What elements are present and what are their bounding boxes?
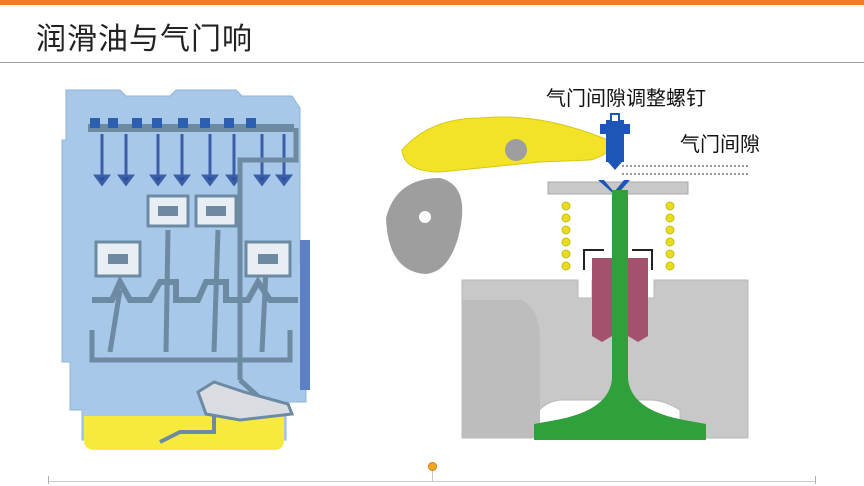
selection-handle-stem <box>432 470 433 482</box>
oil-galleries <box>89 128 299 402</box>
valve-guide-right <box>628 258 648 342</box>
adjusting-screw-head <box>600 124 630 134</box>
cam-lobes <box>90 118 256 128</box>
spring-seat-right <box>632 249 653 270</box>
slide-title: 润滑油与气门响 <box>36 22 253 57</box>
rocker-pivot <box>505 139 527 161</box>
adjusting-screw-label: 气门间隙调整螺钉 <box>546 86 706 110</box>
spring-seat-left <box>583 249 604 270</box>
valve-guide-left <box>592 258 612 342</box>
footer-tick-left <box>48 476 49 484</box>
valve-clearance-label: 气门间隙 <box>680 132 760 156</box>
pistons <box>94 194 292 278</box>
timing-cover <box>300 240 310 390</box>
oil-pickup <box>159 416 216 444</box>
valve-springs <box>561 201 675 271</box>
valve-keepers <box>598 180 630 196</box>
intake-port <box>462 300 540 438</box>
oil-pump <box>196 380 295 422</box>
cam-shaft-hole <box>419 211 431 223</box>
valve-row <box>93 134 293 187</box>
valve-head <box>534 378 706 440</box>
selection-handle[interactable] <box>428 462 437 471</box>
footer-tick-right <box>815 476 816 484</box>
title-divider <box>0 62 864 63</box>
cam-lobe <box>386 178 463 274</box>
screw-tip <box>608 162 622 170</box>
accent-top-bar <box>0 0 864 5</box>
crankshaft <box>92 275 298 303</box>
camshaft-gallery <box>88 124 294 132</box>
valve-stem <box>612 190 628 380</box>
piston-pins <box>108 206 278 264</box>
